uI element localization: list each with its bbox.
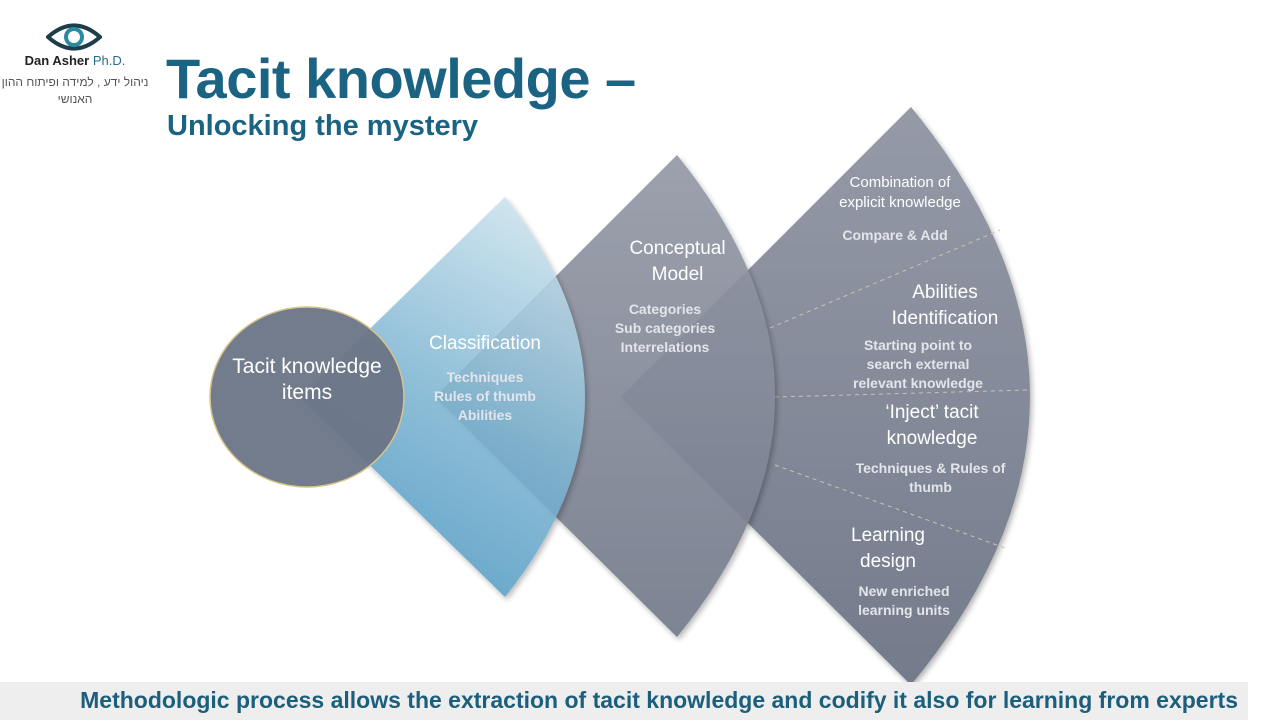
page-title: Tacit knowledge – <box>166 47 636 110</box>
conceptual-title: Conceptual Model <box>629 238 726 285</box>
outcome-3-detail: Techniques & Rules of thumb <box>855 460 1006 495</box>
circle-label: Tacit knowledge items <box>232 355 382 404</box>
outcome-3-title: ‘Inject’ tacit knowledge <box>885 402 979 449</box>
page-subtitle: Unlocking the mystery <box>167 110 479 142</box>
footer-text: Methodologic process allows the extracti… <box>80 687 1238 713</box>
outcome-1-detail: Compare & Add <box>842 227 948 243</box>
outcome-2-detail: Starting point to search external releva… <box>853 337 983 391</box>
outcome-4-title: Learning design <box>851 525 925 572</box>
conceptual-items: Categories Sub categories Interrelations <box>614 301 716 355</box>
wedge-dividers <box>769 229 1029 549</box>
logo-tagline: ניהול ידע , למידה ופיתוח ההון האנושי <box>1 75 149 106</box>
tacit-circle <box>209 306 405 488</box>
logo-eye-icon <box>46 23 102 51</box>
classification-items: Techniques Rules of thumb Abilities <box>434 369 536 423</box>
outcome-1-title: Combination of explicit knowledge <box>839 174 961 211</box>
conceptual-wedge <box>435 155 775 637</box>
classification-wedge <box>300 197 585 597</box>
outcome-4-detail: New enriched learning units <box>858 583 950 618</box>
classification-title: Classification <box>429 333 541 354</box>
logo-name: Dan Asher Ph.D. <box>24 53 126 68</box>
outcome-2-title: Abilities Identification <box>891 282 999 329</box>
footer-band <box>0 682 1248 720</box>
